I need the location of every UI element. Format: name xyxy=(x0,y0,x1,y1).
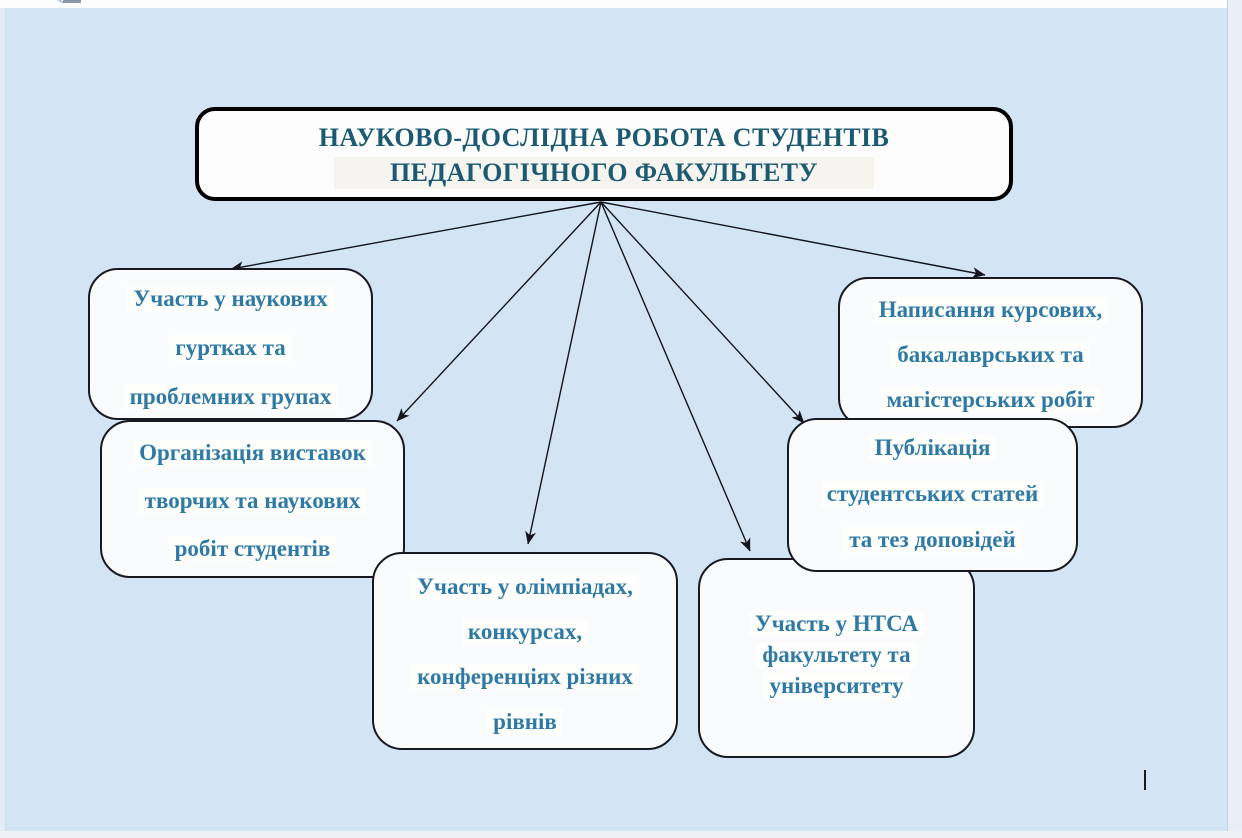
node-text-line: робіт студентів xyxy=(168,536,337,562)
node-text-line: та тез доповідей xyxy=(843,527,1022,553)
node-text-line: проблемних групах xyxy=(123,384,338,410)
arrow-title-to-science-circles xyxy=(230,201,602,273)
node-text-line: факультету та xyxy=(756,642,917,668)
arrow-title-to-course-works xyxy=(600,201,986,279)
node-text-line: конференціях різних xyxy=(411,664,639,690)
node-text-line: творчих та наукових xyxy=(138,488,367,514)
node-text-line: Участь у наукових xyxy=(127,286,334,312)
node-text-line: студентських статей xyxy=(820,481,1045,507)
node-course-works: Написання курсових, бакалаврських та маг… xyxy=(838,277,1143,428)
node-text-line: рівнів xyxy=(487,709,563,735)
text-cursor-artifact xyxy=(1144,770,1146,790)
page-edge-left xyxy=(0,8,6,838)
node-text-line: університету xyxy=(763,673,910,699)
title-line-1: НАУКОВО-ДОСЛІДНА РОБОТА СТУДЕНТІВ xyxy=(318,123,890,152)
scan-artifact-dash xyxy=(63,0,81,3)
arrow-title-to-ntsa xyxy=(600,201,751,552)
node-text-line: Публікація xyxy=(868,435,997,461)
node-text-line: Організація виставок xyxy=(133,440,372,466)
node-text-line: Участь у олімпіадах, xyxy=(411,574,639,600)
arrow-title-to-olympiads xyxy=(525,201,602,545)
node-ntsa: Участь у НТСА факультету та університету xyxy=(698,558,975,758)
node-publications: Публікація студентських статей та тез до… xyxy=(787,418,1078,572)
node-text-line: магістерських робіт xyxy=(880,387,1101,413)
node-science-circles: Участь у наукових гуртках та проблемних … xyxy=(88,268,373,420)
node-text-line: гуртках та xyxy=(169,335,292,361)
arrow-title-to-exhibitions xyxy=(396,201,602,422)
node-text-line: Написання курсових, xyxy=(872,297,1109,323)
node-text-line: бакалаврських та xyxy=(891,342,1090,368)
arrow-title-to-publications xyxy=(600,201,805,424)
node-text-line: конкурсах, xyxy=(461,619,589,645)
node-olympiads: Участь у олімпіадах, конкурсах, конферен… xyxy=(372,552,678,750)
diagram-title-box: НАУКОВО-ДОСЛІДНА РОБОТА СТУДЕНТІВ ПЕДАГО… xyxy=(195,107,1013,201)
node-exhibitions: Організація виставок творчих та наукових… xyxy=(100,420,405,578)
page-edge-right xyxy=(1227,0,1242,838)
page-edge-bottom xyxy=(0,831,1242,838)
title-line-2: ПЕДАГОГІЧНОГО ФАКУЛЬТЕТУ xyxy=(334,157,874,189)
node-text-line: Участь у НТСА xyxy=(748,611,925,637)
page-edge-top xyxy=(0,0,1242,8)
